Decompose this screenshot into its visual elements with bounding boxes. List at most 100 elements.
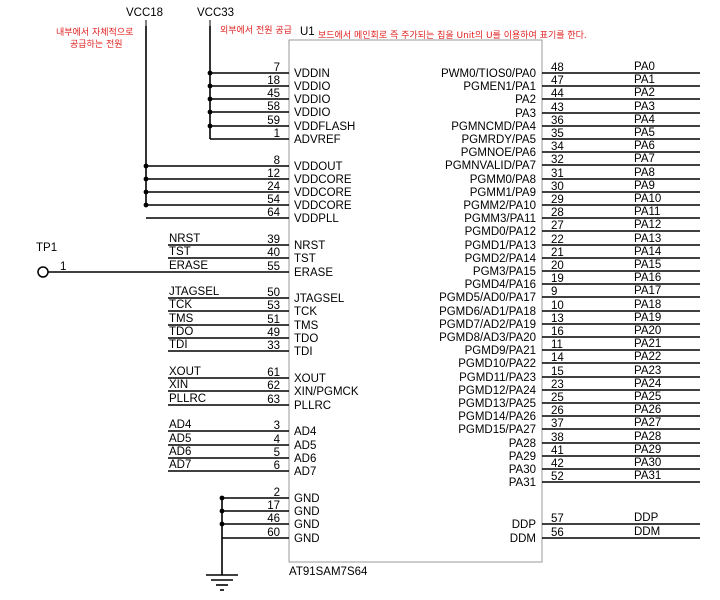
pin-number-r-27: 27 <box>551 220 564 232</box>
pin-number-r-16: 16 <box>551 326 564 338</box>
net-label-r-21: PA14 <box>634 246 662 258</box>
net-label-50: JTAGSEL <box>169 286 220 298</box>
pin-name-12: VDDCORE <box>294 174 352 186</box>
pin-number-r-13: 13 <box>551 313 564 325</box>
pin-number-63: 63 <box>267 394 280 406</box>
pin-name-50: JTAGSEL <box>294 293 345 305</box>
pin-name-r-23: PGMD12/PA24 <box>458 385 536 397</box>
pin-name-r-15: PGMD11/PA23 <box>459 372 536 384</box>
pin-name-49: TDO <box>294 333 318 345</box>
net-label-r-13: PA19 <box>634 312 661 324</box>
net-label-62: XIN <box>169 379 188 391</box>
pin-number-12: 12 <box>267 168 280 180</box>
pin-number-3: 3 <box>274 420 280 432</box>
note-external-power: 외부에서 전원 공급 <box>220 24 292 36</box>
net-label-40: TST <box>169 246 191 258</box>
pin-name-39: NRST <box>294 240 325 252</box>
pin-name-r-22: PGMD1/PA13 <box>465 240 536 252</box>
pin-name-r-27: PGMD0/PA12 <box>465 226 536 238</box>
pin-number-r-15: 15 <box>551 366 564 378</box>
pin-name-55: ERASE <box>294 267 333 279</box>
pin-number-r-26: 26 <box>551 405 564 417</box>
junction-2 <box>219 495 225 501</box>
pin-name-r-28: PGMM3/PA11 <box>464 213 536 225</box>
pin-number-50: 50 <box>267 287 280 299</box>
junction-46 <box>219 521 225 527</box>
pin-name-63: PLLRC <box>294 400 331 412</box>
pin-number-51: 51 <box>267 314 280 326</box>
net-label-r-37: PA27 <box>634 417 661 429</box>
pin-number-60: 60 <box>267 527 280 539</box>
pin-number-r-25: 25 <box>551 392 564 404</box>
pin-name-r-48: PWM0/TIOS0/PA0 <box>441 68 536 80</box>
net-label-r-34: PA6 <box>634 140 655 152</box>
pin-number-64: 64 <box>267 207 280 219</box>
pin-name-r-38: PA28 <box>509 438 536 450</box>
net-label-r-32: PA7 <box>634 153 655 165</box>
pin-name-62: XIN/PGMCK <box>294 386 359 398</box>
net-label-r-47: PA1 <box>634 74 655 86</box>
pin-number-r-29: 29 <box>551 194 564 206</box>
net-label-53: TCK <box>169 299 192 311</box>
pin-number-18: 18 <box>267 75 280 87</box>
pin-name-r-31: PGMM0/PA8 <box>470 174 536 186</box>
net-label-r-36: PA4 <box>634 114 655 126</box>
pin-number-r-32: 32 <box>551 154 564 166</box>
pin-name-r-26: PGMD14/PA26 <box>458 411 536 423</box>
pin-name-54: VDDCORE <box>294 200 352 212</box>
net-label-r-19: PA16 <box>634 272 661 284</box>
pin-number-r-44: 44 <box>551 88 564 100</box>
net-label-r-52: PA31 <box>634 470 661 482</box>
net-label-r-44: PA2 <box>634 87 655 99</box>
net-label-r-16: PA20 <box>634 325 661 337</box>
pin-name-r-14: PGMD10/PA22 <box>458 358 536 370</box>
pin-number-r-47: 47 <box>551 75 564 87</box>
pin-name-17: GND <box>294 506 320 518</box>
pin-name-7: VDDIN <box>294 68 330 80</box>
pin-number-8: 8 <box>274 155 280 167</box>
pin-name-40: TST <box>294 253 316 265</box>
net-label-r-14: PA22 <box>634 351 661 363</box>
net-label-39: NRST <box>169 233 200 245</box>
net-label-r-22: PA13 <box>634 233 661 245</box>
pin-number-2: 2 <box>274 487 280 499</box>
pin-number-33: 33 <box>267 340 280 352</box>
pin-number-r-22: 22 <box>551 234 564 246</box>
net-label-33: TDI <box>169 339 188 351</box>
net-label-r-29: PA10 <box>634 193 661 205</box>
pin-name-r-43: PA3 <box>515 108 536 120</box>
pin-number-17: 17 <box>267 500 280 512</box>
pin-name-r-20: PGM3/PA15 <box>473 266 536 278</box>
net-label-r-20: PA15 <box>634 259 661 271</box>
testpoint-label: TP1 <box>36 242 57 254</box>
pin-number-59: 59 <box>267 115 280 127</box>
vcc18-label: VCC18 <box>126 7 163 19</box>
pin-number-r-52: 52 <box>551 471 564 483</box>
junction-7 <box>207 70 213 76</box>
net-label-3: AD4 <box>169 419 192 431</box>
pin-number-5: 5 <box>274 447 280 459</box>
pin-number-54: 54 <box>267 194 280 206</box>
junction-18 <box>207 83 213 89</box>
pin-number-r-23: 23 <box>551 379 564 391</box>
pin-number-r-20: 20 <box>551 260 564 272</box>
pin-name-r-41: PA29 <box>509 451 536 463</box>
junction-17 <box>219 508 225 514</box>
pin-name-r-30: PGMM1/PA9 <box>470 187 536 199</box>
pin-name-r-29: PGMM2/PA10 <box>463 200 536 212</box>
pin-name-53: TCK <box>294 306 317 318</box>
note-internal-power-1: 내부에서 자체적으로 <box>56 26 133 38</box>
pin-name-r-57: DDP <box>512 519 537 531</box>
junction-45 <box>207 96 213 102</box>
pin-number-r-48: 48 <box>551 62 564 74</box>
pin-number-r-19: 19 <box>551 273 564 285</box>
pin-number-r-37: 37 <box>551 418 564 430</box>
pin-name-46: GND <box>294 519 320 531</box>
net-label-49: TDO <box>169 326 193 338</box>
junction-58 <box>207 109 213 115</box>
pin-number-24: 24 <box>267 181 280 193</box>
pin-number-55: 55 <box>267 261 280 273</box>
pin-number-r-10: 10 <box>551 300 564 312</box>
